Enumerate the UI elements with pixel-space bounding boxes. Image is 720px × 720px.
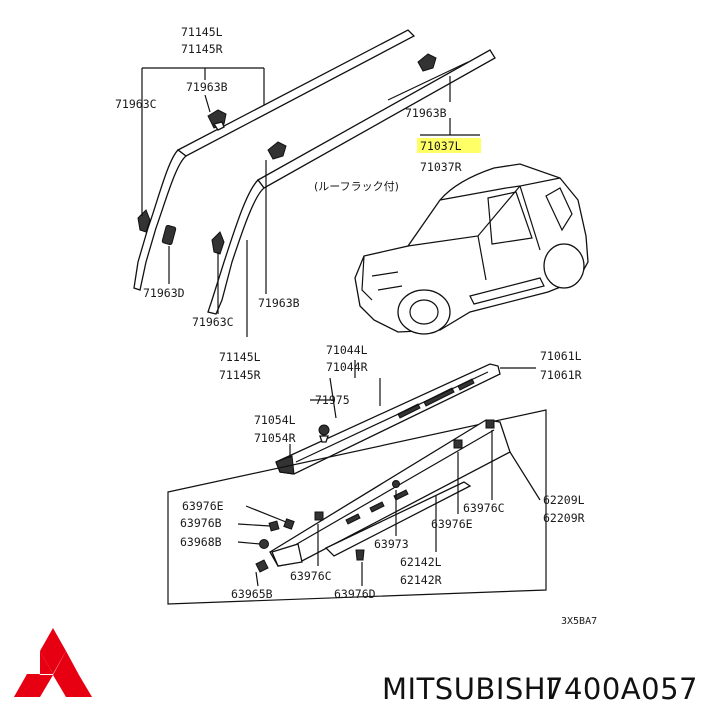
label-63976e-left: 63976E: [182, 499, 224, 513]
leader-71963b-right: [420, 76, 480, 136]
vehicle-illustration: [354, 163, 589, 335]
leader-71044: [354, 360, 381, 406]
clip-63976c-right: [485, 419, 495, 429]
label-63965b: 63965B: [231, 587, 273, 601]
label-62142r: 62142R: [400, 573, 442, 587]
label-71975: 71975: [315, 393, 350, 407]
side-moldings-group: [275, 360, 536, 475]
label-71963b-mid: 71963B: [258, 296, 300, 310]
three-diamond-logo: [14, 628, 92, 697]
label-63976c-right: 63976C: [463, 501, 505, 515]
label-63976d: 63976D: [334, 587, 376, 601]
clip-63965b: [255, 559, 269, 573]
roof-molding-group: [133, 29, 496, 337]
clip-63976c-left: [314, 511, 324, 521]
label-71061l: 71061L: [540, 349, 582, 363]
clip-63976e-right: [453, 439, 463, 449]
clip-63973: [392, 480, 400, 488]
clip-63976d: [355, 549, 365, 561]
clip-63976b: [268, 520, 280, 532]
side-sill-group: [167, 409, 547, 605]
label-71054l: 71054L: [254, 413, 296, 427]
diagram-code: 3X5BA7: [561, 616, 597, 627]
leader-71975: [310, 377, 337, 419]
highlight-71037l: [417, 138, 481, 153]
label-63976b: 63976B: [180, 516, 222, 530]
label-71037l: 71037L: [420, 139, 462, 153]
molding-emboss: [397, 378, 475, 419]
label-71054r: 71054R: [254, 431, 296, 445]
roof-rack-line: [387, 61, 469, 101]
label-71145l-bottom: 71145L: [219, 350, 261, 364]
label-71145r-bottom: 71145R: [219, 368, 261, 382]
part-number: 7400A057: [545, 672, 698, 706]
roof-molding-drip-left: [133, 149, 188, 291]
brand-name: MITSUBISHI: [382, 672, 555, 706]
label-71963b-right: 71963B: [405, 106, 447, 120]
roof-rack-note: (ルーフラック付): [314, 180, 399, 193]
garnish-62142: [324, 481, 472, 557]
clip-71963c-top: [137, 209, 151, 233]
label-71044l: 71044L: [326, 343, 368, 357]
part-labels: 71145L 71145R 71963C 71963B 71963B 71037…: [115, 25, 597, 627]
label-62142l: 62142L: [400, 555, 442, 569]
label-71145l-top: 71145L: [181, 25, 223, 39]
clip-71963b-left: [207, 109, 227, 131]
clip-71963d: [161, 224, 177, 246]
clip-63968b: [259, 539, 269, 549]
label-63976c-left: 63976C: [290, 569, 332, 583]
clip-71975: [318, 424, 330, 443]
leader-71963b-left: [204, 94, 211, 113]
label-71963c-mid: 71963C: [192, 315, 234, 329]
label-71037r: 71037R: [420, 160, 462, 174]
label-62209l: 62209L: [543, 493, 585, 507]
label-63968b: 63968B: [180, 535, 222, 549]
label-bracket-top: [141, 67, 265, 108]
label-71963b-left: 71963B: [186, 80, 228, 94]
label-63976e-right: 63976E: [431, 517, 473, 531]
label-63973: 63973: [374, 537, 409, 551]
label-71145r-top: 71145R: [181, 42, 223, 56]
label-71061r: 71061R: [540, 368, 582, 382]
label-71963d: 71963D: [143, 286, 185, 300]
clip-63976e-left: [283, 518, 295, 530]
clip-71963c-mid: [211, 231, 225, 255]
section-frame: [167, 409, 547, 605]
label-71044r: 71044R: [326, 360, 368, 374]
garnish-slots: [345, 489, 409, 525]
label-62209r: 62209R: [543, 511, 585, 525]
clip-71963b-right-top: [417, 53, 437, 72]
sill-end-cap: [271, 543, 303, 567]
label-71963c-top: 71963C: [115, 97, 157, 111]
clip-71963b-mid: [267, 141, 287, 160]
roof-molding-drip-right: [207, 179, 265, 315]
molding-end-cap-71054: [275, 455, 295, 475]
